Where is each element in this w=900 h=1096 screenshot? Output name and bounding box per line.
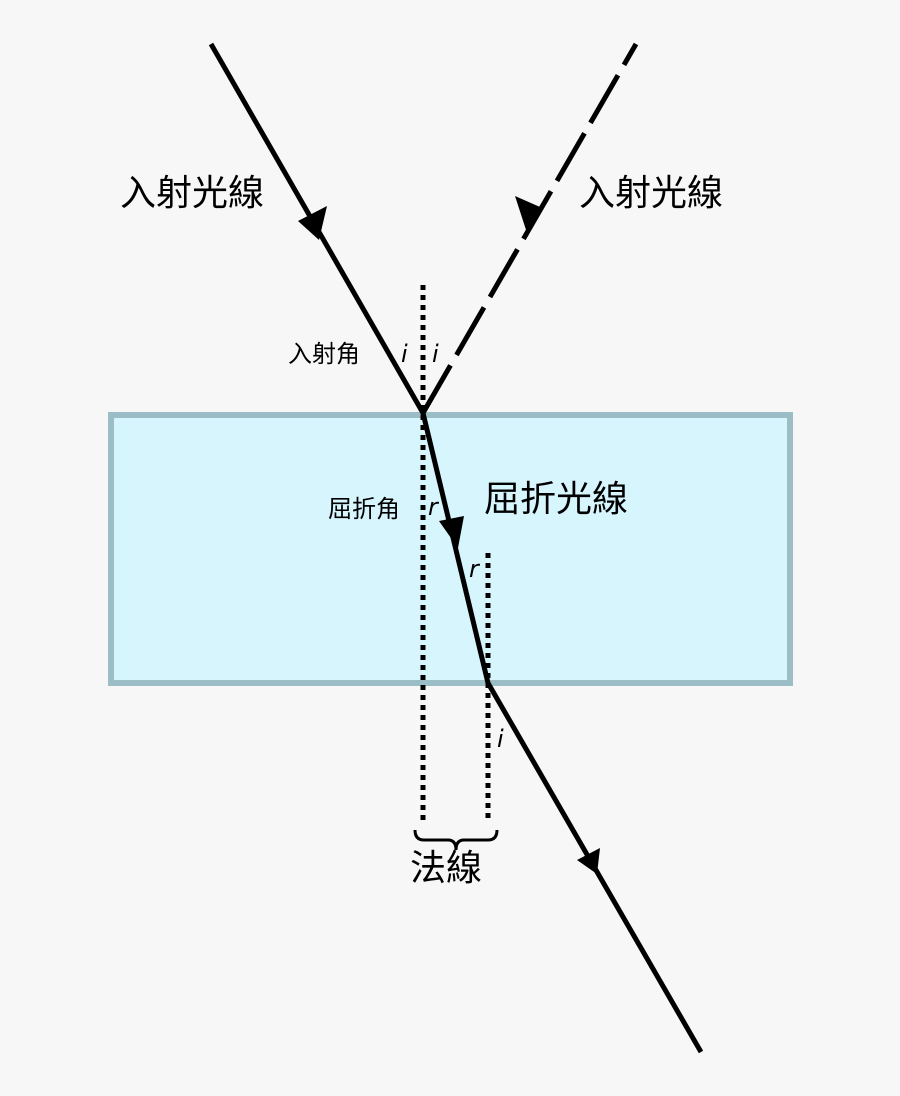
incident-ray-label: 入射光線 [120,173,264,214]
angle-i-incident: i [401,340,408,368]
incidence-angle-label: 入射角 [288,340,360,368]
emergent-ray-arrow [577,848,600,874]
angle-r-lower: r [469,555,481,583]
glass-block [108,412,793,686]
reflected-ray-arrow [515,196,540,236]
reflected-ray-label: 入射光線 [579,173,723,214]
angle-i-reflected: i [432,340,439,368]
angle-i-exit: i [497,725,504,753]
incident-ray-arrow [298,206,327,240]
angle-r-upper: r [428,493,440,521]
normal-label: 法線 [410,848,482,889]
refracted-ray-arrow [439,516,464,548]
refraction-angle-label: 屈折角 [328,495,400,523]
normal-brace [413,829,499,851]
refracted-ray-label: 屈折光線 [484,479,628,520]
refracted-ray [420,412,491,684]
